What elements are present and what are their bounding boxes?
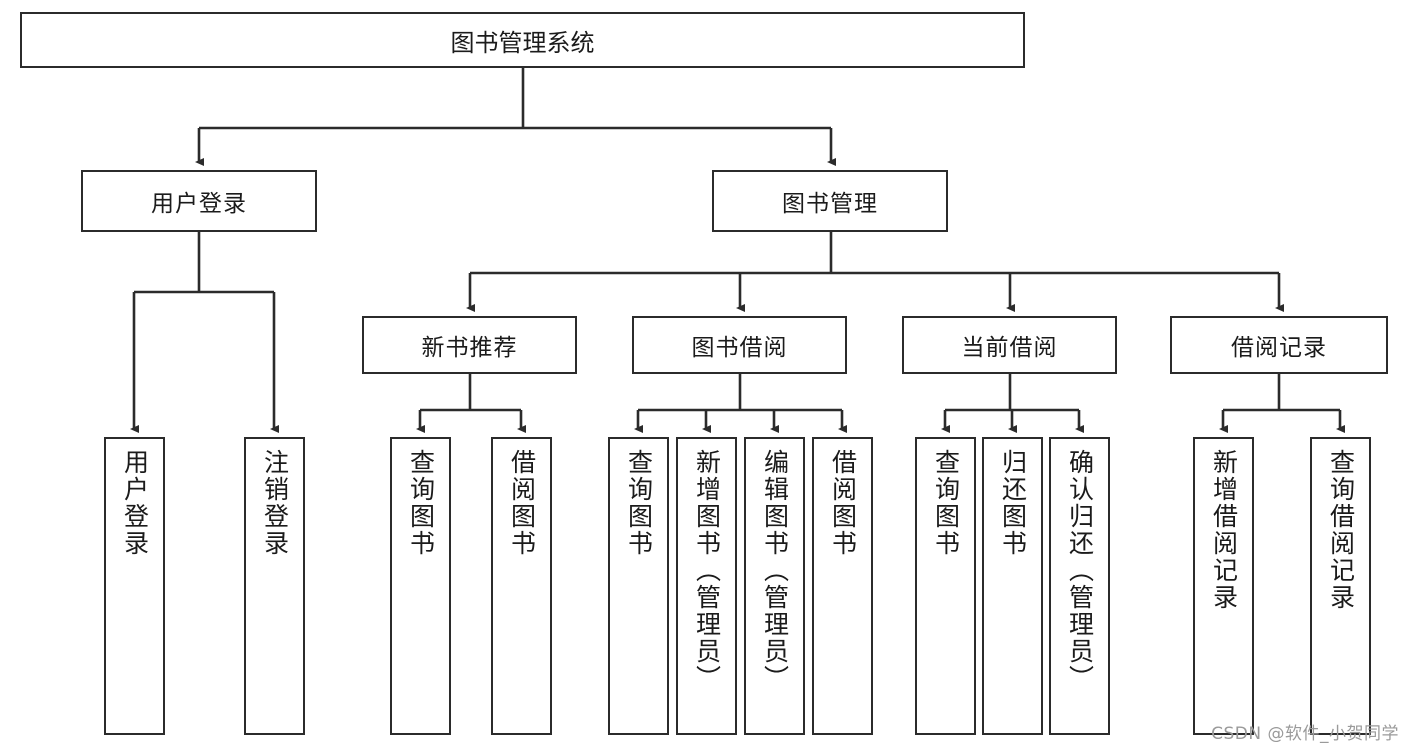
leaf-borrow-record-query[interactable]: 查询借阅记录 [1310,437,1371,735]
leaf-label: 借阅图书 [507,449,537,557]
leaf-label: 确认归还（管理员） [1065,449,1095,692]
leaf-label: 编辑图书（管理员） [760,449,790,692]
leaf-label: 用户登录 [120,449,150,557]
node-book-management-label: 图书管理 [782,191,878,217]
node-new-book-recommend-label: 新书推荐 [421,335,518,361]
leaf-label: 新增图书（管理员） [692,449,722,692]
leaf-label: 新增借阅记录 [1209,449,1239,611]
node-borrow-record-label: 借阅记录 [1231,335,1327,361]
node-book-borrow-label: 图书借阅 [691,335,788,361]
node-current-borrow[interactable]: 当前借阅 [902,316,1117,374]
leaf-label: 查询图书 [406,449,436,557]
leaf-book-borrow-edit[interactable]: 编辑图书（管理员） [744,437,805,735]
leaf-label: 查询图书 [624,449,654,557]
node-root-label: 图书管理系统 [450,28,595,57]
leaf-book-borrow-add[interactable]: 新增图书（管理员） [676,437,737,735]
leaf-user-login-logout[interactable]: 注销登录 [244,437,305,735]
watermark: CSDN @软件_小贺同学 [1211,724,1399,744]
node-book-borrow[interactable]: 图书借阅 [632,316,847,374]
leaf-current-borrow-query[interactable]: 查询图书 [915,437,976,735]
node-new-book-recommend[interactable]: 新书推荐 [362,316,577,374]
leaf-label: 查询图书 [931,449,961,557]
node-user-login[interactable]: 用户登录 [81,170,317,232]
leaf-label: 归还图书 [998,449,1028,557]
leaf-current-borrow-confirm[interactable]: 确认归还（管理员） [1049,437,1110,735]
leaf-user-login-login[interactable]: 用户登录 [104,437,165,735]
node-current-borrow-label: 当前借阅 [961,335,1058,361]
node-root[interactable]: 图书管理系统 [20,12,1025,68]
node-user-login-label: 用户登录 [151,191,247,217]
leaf-book-borrow-query[interactable]: 查询图书 [608,437,669,735]
node-book-management[interactable]: 图书管理 [712,170,948,232]
leaf-label: 借阅图书 [828,449,858,557]
node-borrow-record[interactable]: 借阅记录 [1170,316,1388,374]
leaf-current-borrow-return[interactable]: 归还图书 [982,437,1043,735]
leaf-new-book-borrow[interactable]: 借阅图书 [491,437,552,735]
leaf-label: 查询借阅记录 [1326,449,1356,611]
leaf-book-borrow-borrow[interactable]: 借阅图书 [812,437,873,735]
leaf-borrow-record-add[interactable]: 新增借阅记录 [1193,437,1254,735]
leaf-label: 注销登录 [260,449,290,557]
leaf-new-book-query[interactable]: 查询图书 [390,437,451,735]
